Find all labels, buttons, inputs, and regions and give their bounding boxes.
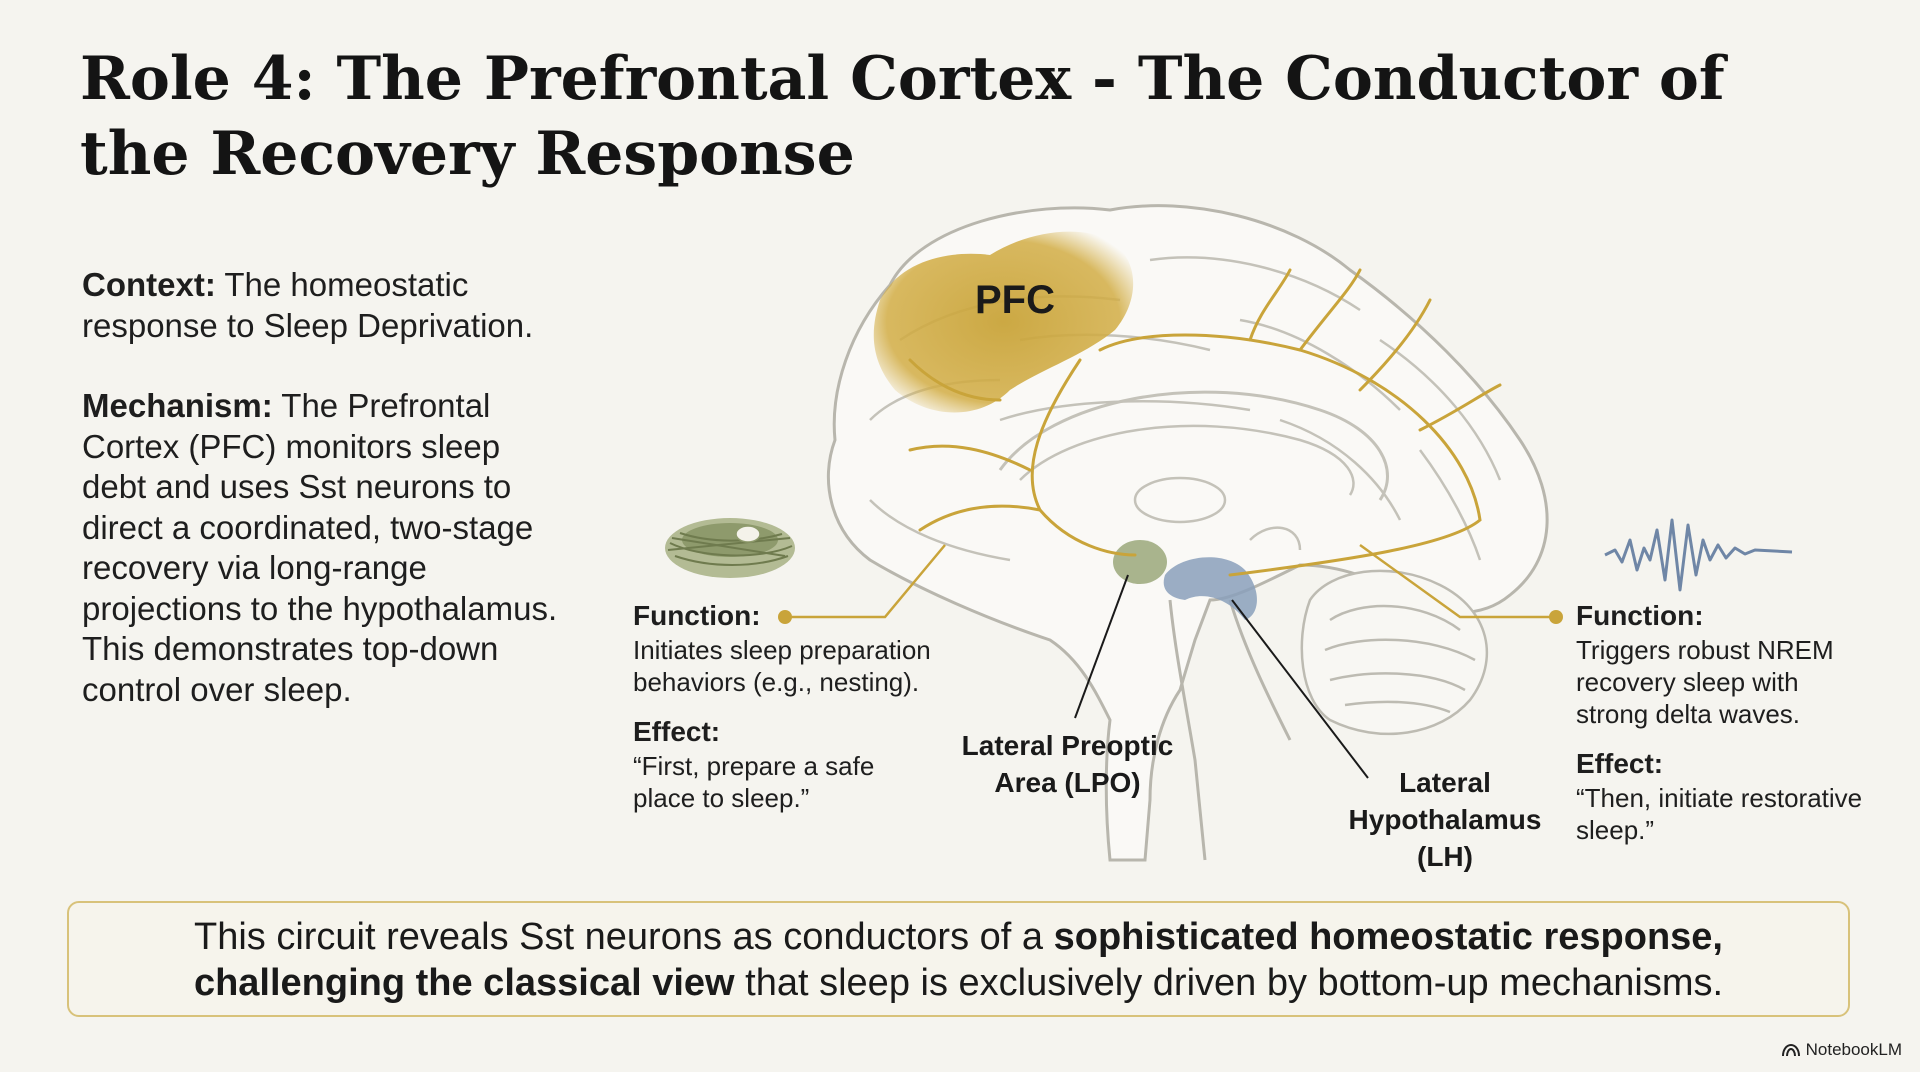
right-function-text: Triggers robust NREM recovery sleep with… [1576, 635, 1834, 729]
banner-text-2: that sleep is exclusively driven by bott… [734, 962, 1724, 1004]
left-effect-label: Effect: [633, 716, 721, 747]
nest-icon [665, 518, 795, 578]
banner-bold-2: challenging the classical view [193, 962, 735, 1004]
lpo-pointer [1074, 574, 1129, 719]
brainstem [1168, 599, 1292, 861]
right-function-label: Function: [1576, 600, 1704, 631]
left-connector-dot [778, 610, 792, 624]
left-function-panel: Function: Initiates sleep preparation be… [633, 600, 933, 814]
right-effect-label: Effect: [1576, 748, 1664, 779]
lh-label-text: Lateral Hypothalamus (LH) [1348, 767, 1542, 872]
description-column: Context: The homeostatic response to Sle… [82, 265, 562, 750]
delta-wave-icon [1604, 518, 1793, 592]
lpo-label: Lateral Preoptic Area (LPO) [955, 727, 1180, 801]
right-connector-dot [1549, 610, 1563, 624]
lpo-region [1113, 540, 1167, 584]
notebooklm-logo-icon [1781, 1043, 1800, 1057]
brand-watermark: NotebookLM [1781, 1040, 1902, 1060]
lh-pointer [1231, 599, 1369, 779]
cerebellum [1300, 569, 1489, 736]
lpo-label-text: Lateral Preoptic Area (LPO) [961, 730, 1174, 798]
context-label: Context: [82, 266, 216, 303]
conclusion-banner: This circuit reveals Sst neurons as cond… [67, 901, 1850, 1017]
brain-gyri [869, 256, 1502, 562]
brand-text: NotebookLM [1805, 1040, 1902, 1059]
right-function-panel: Function: Triggers robust NREM recovery … [1576, 600, 1876, 846]
left-function-text: Initiates sleep preparation behaviors (e… [633, 635, 931, 697]
right-effect-text: “Then, initiate restorative sleep.” [1576, 783, 1863, 845]
lh-label: Lateral Hypothalamus (LH) [1335, 764, 1555, 875]
pfc-region [873, 231, 1134, 413]
right-connector [1359, 543, 1556, 619]
page-title: Role 4: The Prefrontal Cortex - The Cond… [80, 44, 1725, 189]
mechanism-text: The Prefrontal Cortex (PFC) monitors sle… [82, 387, 558, 708]
banner-text-1: This circuit reveals Sst neurons as cond… [193, 916, 1054, 958]
mechanism-label: Mechanism: [82, 387, 273, 424]
context-text: The homeostatic response to Sleep Depriv… [82, 266, 534, 344]
brain-diagram [665, 204, 1793, 862]
left-effect-text: “First, prepare a safe place to sleep.” [633, 751, 875, 813]
banner-bold-1: sophisticated homeostatic response, [1053, 916, 1723, 958]
left-connector [785, 544, 946, 619]
context-paragraph: Context: The homeostatic response to Sle… [82, 265, 562, 346]
mechanism-paragraph: Mechanism: The Prefrontal Cortex (PFC) m… [82, 386, 562, 710]
sst-projections [908, 268, 1502, 577]
lh-region [1163, 557, 1258, 620]
pfc-label: PFC [975, 278, 1055, 322]
left-function-label: Function: [633, 600, 761, 631]
